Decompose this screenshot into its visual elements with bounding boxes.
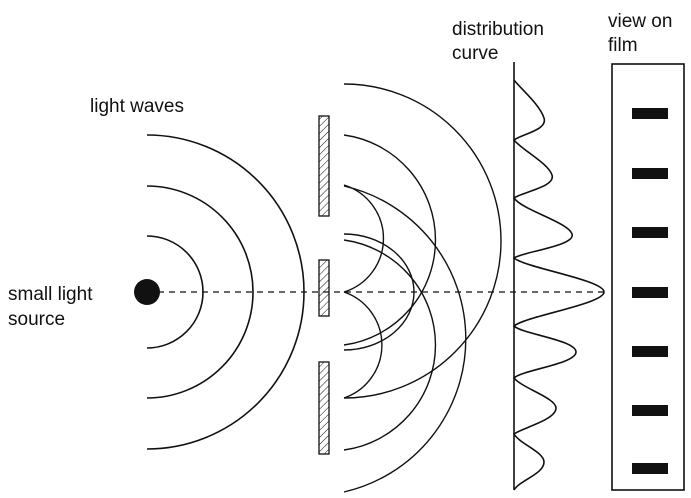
film-band-5 bbox=[632, 346, 668, 357]
source-label-line1: small light bbox=[8, 284, 93, 305]
distribution-curve bbox=[512, 79, 605, 491]
incoming-wavefronts bbox=[146, 134, 305, 450]
wavefront-1 bbox=[146, 235, 204, 349]
film-band-1 bbox=[632, 108, 668, 119]
slit-barrier bbox=[318, 115, 330, 455]
film-band-6 bbox=[632, 405, 668, 416]
upper-slit-wavefronts bbox=[343, 83, 502, 399]
film-band-2 bbox=[632, 168, 668, 179]
barrier-top bbox=[318, 115, 330, 217]
upper-wave-3 bbox=[343, 83, 502, 399]
lower-wave-3 bbox=[343, 185, 467, 493]
upper-wave-2 bbox=[343, 134, 437, 346]
source-label-line2: source bbox=[8, 309, 65, 330]
film-label-line1: view on bbox=[608, 11, 672, 32]
upper-wave-1 bbox=[343, 184, 385, 293]
barrier-middle bbox=[318, 259, 330, 317]
distribution-label-line1: distribution bbox=[452, 19, 544, 40]
film-label-line2: film bbox=[608, 35, 638, 56]
middle-wave-1 bbox=[343, 233, 415, 351]
distribution-label-line2: curve bbox=[452, 43, 498, 64]
film-strip bbox=[611, 63, 685, 491]
light-waves-label: light waves bbox=[90, 96, 184, 117]
lower-wave-1 bbox=[343, 291, 383, 399]
film-band-4 bbox=[632, 287, 668, 298]
lower-wave-2 bbox=[343, 239, 437, 451]
barrier-bottom bbox=[318, 361, 330, 455]
film-band-3 bbox=[632, 227, 668, 238]
light-source-dot bbox=[134, 279, 160, 305]
lower-slit-wavefronts bbox=[343, 185, 467, 493]
film-band-7 bbox=[632, 463, 668, 474]
film-bands bbox=[632, 108, 668, 474]
wavefront-3 bbox=[146, 134, 305, 450]
wavefront-2 bbox=[146, 185, 254, 399]
middle-wavefronts bbox=[343, 233, 415, 351]
